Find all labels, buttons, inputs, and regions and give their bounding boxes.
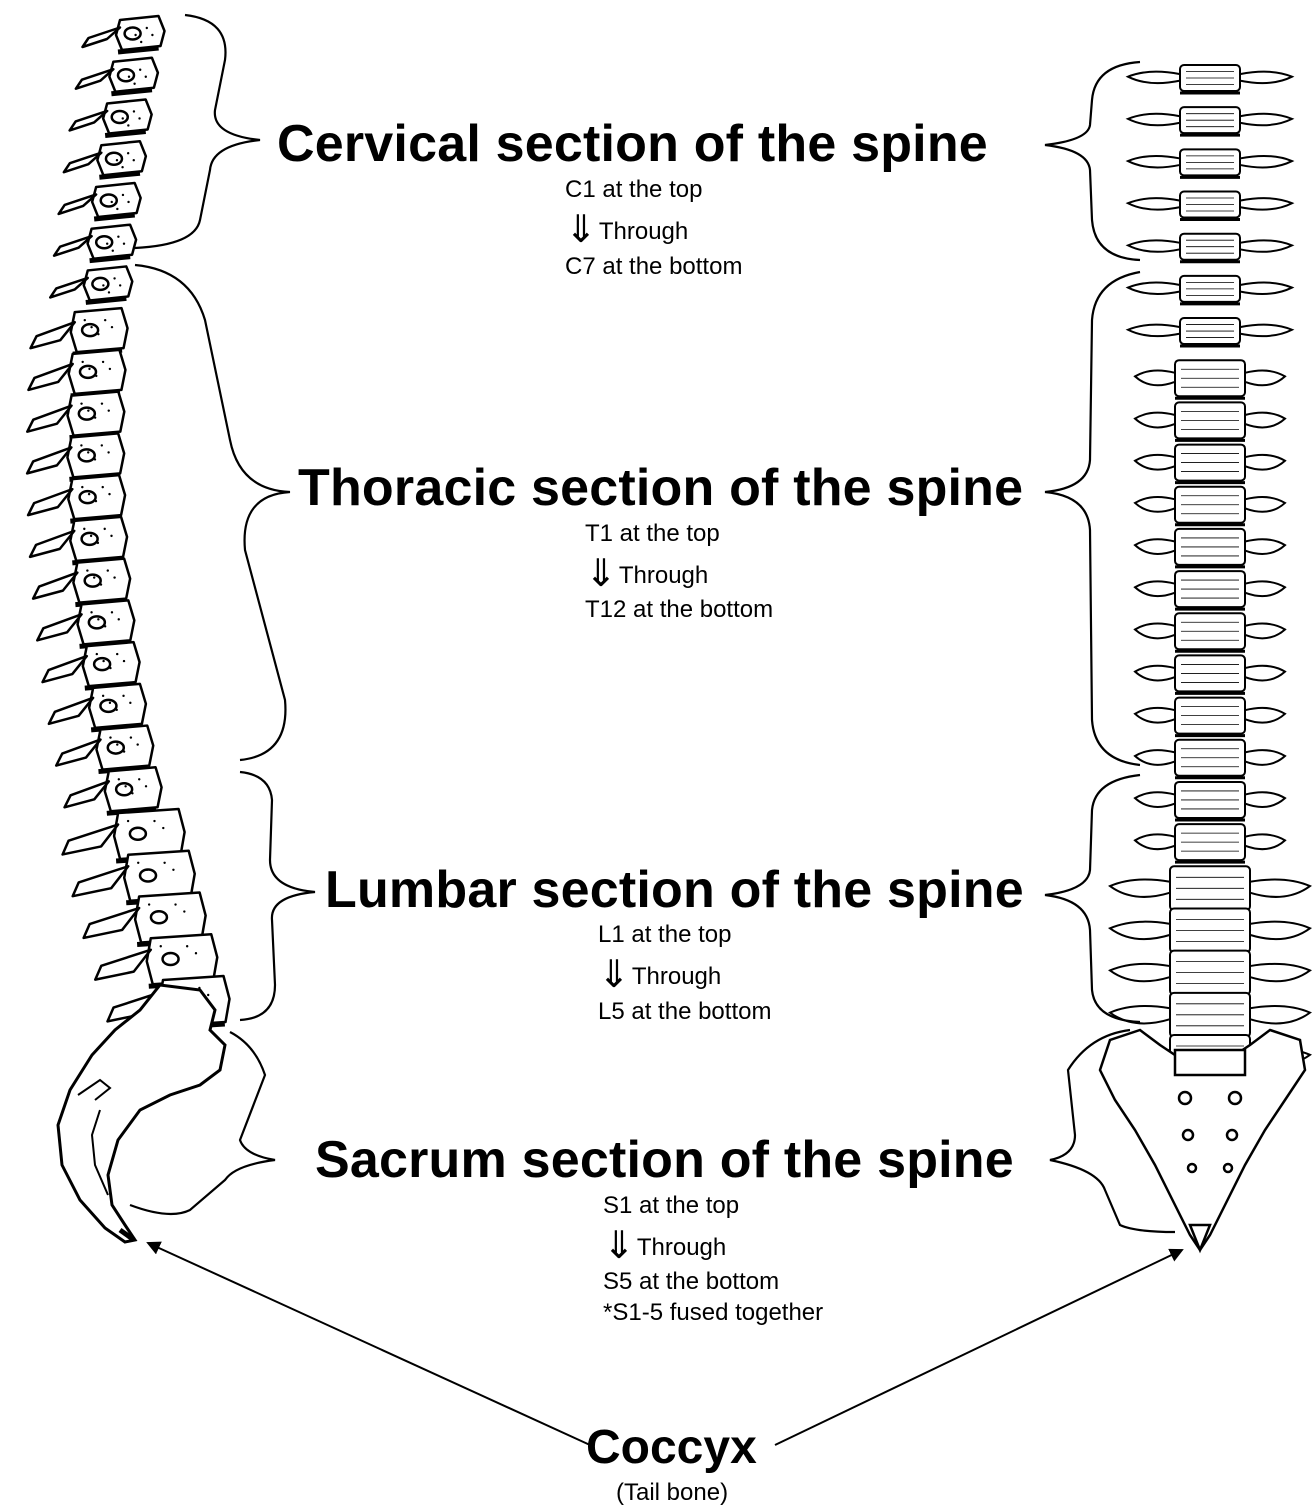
section-bottom-line: S5 at the bottom	[603, 1270, 779, 1294]
vertebra-side	[76, 58, 158, 94]
section-top-line: S1 at the top	[603, 1194, 739, 1218]
vertebra-side	[70, 99, 152, 135]
vertebra-front	[1135, 445, 1285, 483]
spine-side-view	[27, 16, 229, 1028]
vertebra-front	[1135, 402, 1285, 440]
vertebra-front	[1135, 571, 1285, 609]
brace-left-lumbar	[240, 772, 315, 1020]
vertebra-side	[64, 141, 146, 177]
down-double-arrow-icon: ⇓	[598, 952, 630, 996]
section-note: *S1-5 fused together	[603, 1301, 823, 1325]
vertebra-side	[31, 308, 128, 354]
spine-front-view	[1110, 65, 1310, 1081]
vertebra-side	[83, 16, 165, 52]
vertebra-side	[27, 433, 124, 479]
section-bottom-line: T12 at the bottom	[585, 598, 773, 622]
vertebra-side	[56, 726, 153, 772]
section-bottom-line: C7 at the bottom	[565, 255, 742, 279]
section-top-line: L1 at the top	[598, 923, 731, 947]
vertebra-front	[1135, 360, 1285, 398]
vertebra-side	[27, 392, 124, 438]
vertebra-front	[1135, 487, 1285, 525]
section-through-line: ⇓Through	[598, 955, 721, 993]
vertebra-front	[1135, 698, 1285, 736]
vertebra-side	[59, 183, 141, 219]
vertebra-front	[1128, 149, 1292, 177]
vertebra-front	[1128, 65, 1292, 93]
vertebra-side	[37, 600, 134, 646]
down-double-arrow-icon: ⇓	[565, 207, 597, 251]
down-double-arrow-icon: ⇓	[603, 1223, 635, 1267]
vertebra-front	[1135, 782, 1285, 820]
vertebra-side	[49, 684, 146, 730]
vertebra-front	[1128, 318, 1292, 346]
vertebra-front	[1135, 613, 1285, 651]
vertebra-front	[1128, 192, 1292, 220]
section-title: Lumbar section of the spine	[325, 864, 1024, 916]
vertebra-front	[1128, 234, 1292, 262]
vertebra-front	[1110, 908, 1310, 954]
vertebra-side	[43, 642, 140, 688]
down-double-arrow-icon: ⇓	[585, 551, 617, 595]
vertebra-front	[1128, 276, 1292, 304]
section-title: Sacrum section of the spine	[315, 1134, 1014, 1186]
section-top-line: C1 at the top	[565, 178, 702, 202]
section-through-line: ⇓Through	[565, 210, 688, 248]
coccyx-arrow-left	[148, 1243, 590, 1445]
vertebra-front	[1128, 107, 1292, 135]
vertebra-side	[54, 225, 136, 261]
vertebra-side	[33, 559, 130, 605]
sacrum-front-view	[1100, 1030, 1305, 1250]
vertebra-side	[50, 266, 132, 302]
coccyx-subtitle: (Tail bone)	[616, 1481, 728, 1505]
section-title: Cervical section of the spine	[277, 118, 988, 170]
vertebra-front	[1110, 866, 1310, 912]
section-through-line: ⇓Through	[603, 1226, 726, 1264]
vertebra-front	[1135, 740, 1285, 778]
vertebra-side	[30, 517, 127, 563]
coccyx-title: Coccyx	[586, 1424, 757, 1472]
vertebra-front	[1110, 951, 1310, 997]
coccyx-arrow-right	[775, 1250, 1182, 1445]
vertebra-front	[1135, 529, 1285, 567]
brace-left-thoracic	[135, 265, 290, 760]
sacrum-side-view	[58, 985, 225, 1242]
section-bottom-line: L5 at the bottom	[598, 1000, 771, 1024]
section-top-line: T1 at the top	[585, 522, 720, 546]
vertebra-side	[28, 475, 125, 521]
vertebra-side	[28, 350, 125, 396]
section-title: Thoracic section of the spine	[298, 462, 1023, 514]
vertebra-front	[1135, 824, 1285, 862]
vertebra-side	[65, 767, 162, 813]
section-through-line: ⇓Through	[585, 554, 708, 592]
brace-right-thoracic	[1045, 272, 1140, 765]
brace-right-lumbar	[1045, 775, 1140, 1022]
vertebra-front	[1135, 655, 1285, 693]
